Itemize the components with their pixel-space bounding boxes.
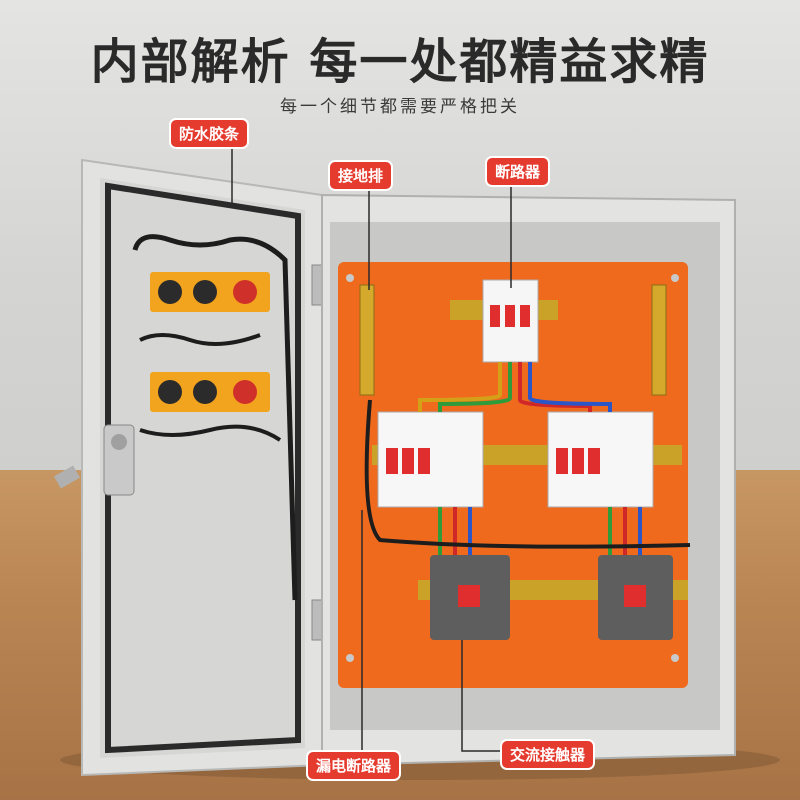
callout-circuit-breaker: 断路器 bbox=[487, 158, 549, 185]
callout-leakage-breaker: 漏电断路器 bbox=[308, 752, 400, 779]
cabinet-body bbox=[321, 193, 736, 767]
callout-waterproof-strip: 防水胶条 bbox=[171, 120, 248, 147]
cabinet-door bbox=[53, 158, 325, 777]
grounding-bar-right bbox=[651, 284, 667, 396]
grounding-bar-left bbox=[359, 284, 375, 396]
callout-ac-contactor: 交流接触器 bbox=[502, 741, 594, 768]
door-pilot-lights bbox=[150, 272, 270, 412]
page-title: 内部解析 每一处都精益求精 bbox=[90, 34, 710, 90]
page-subtitle: 每一个细节都需要严格把关 bbox=[280, 97, 520, 117]
callout-grounding-bar: 接地排 bbox=[330, 162, 392, 189]
waterproof-strip bbox=[105, 182, 301, 754]
